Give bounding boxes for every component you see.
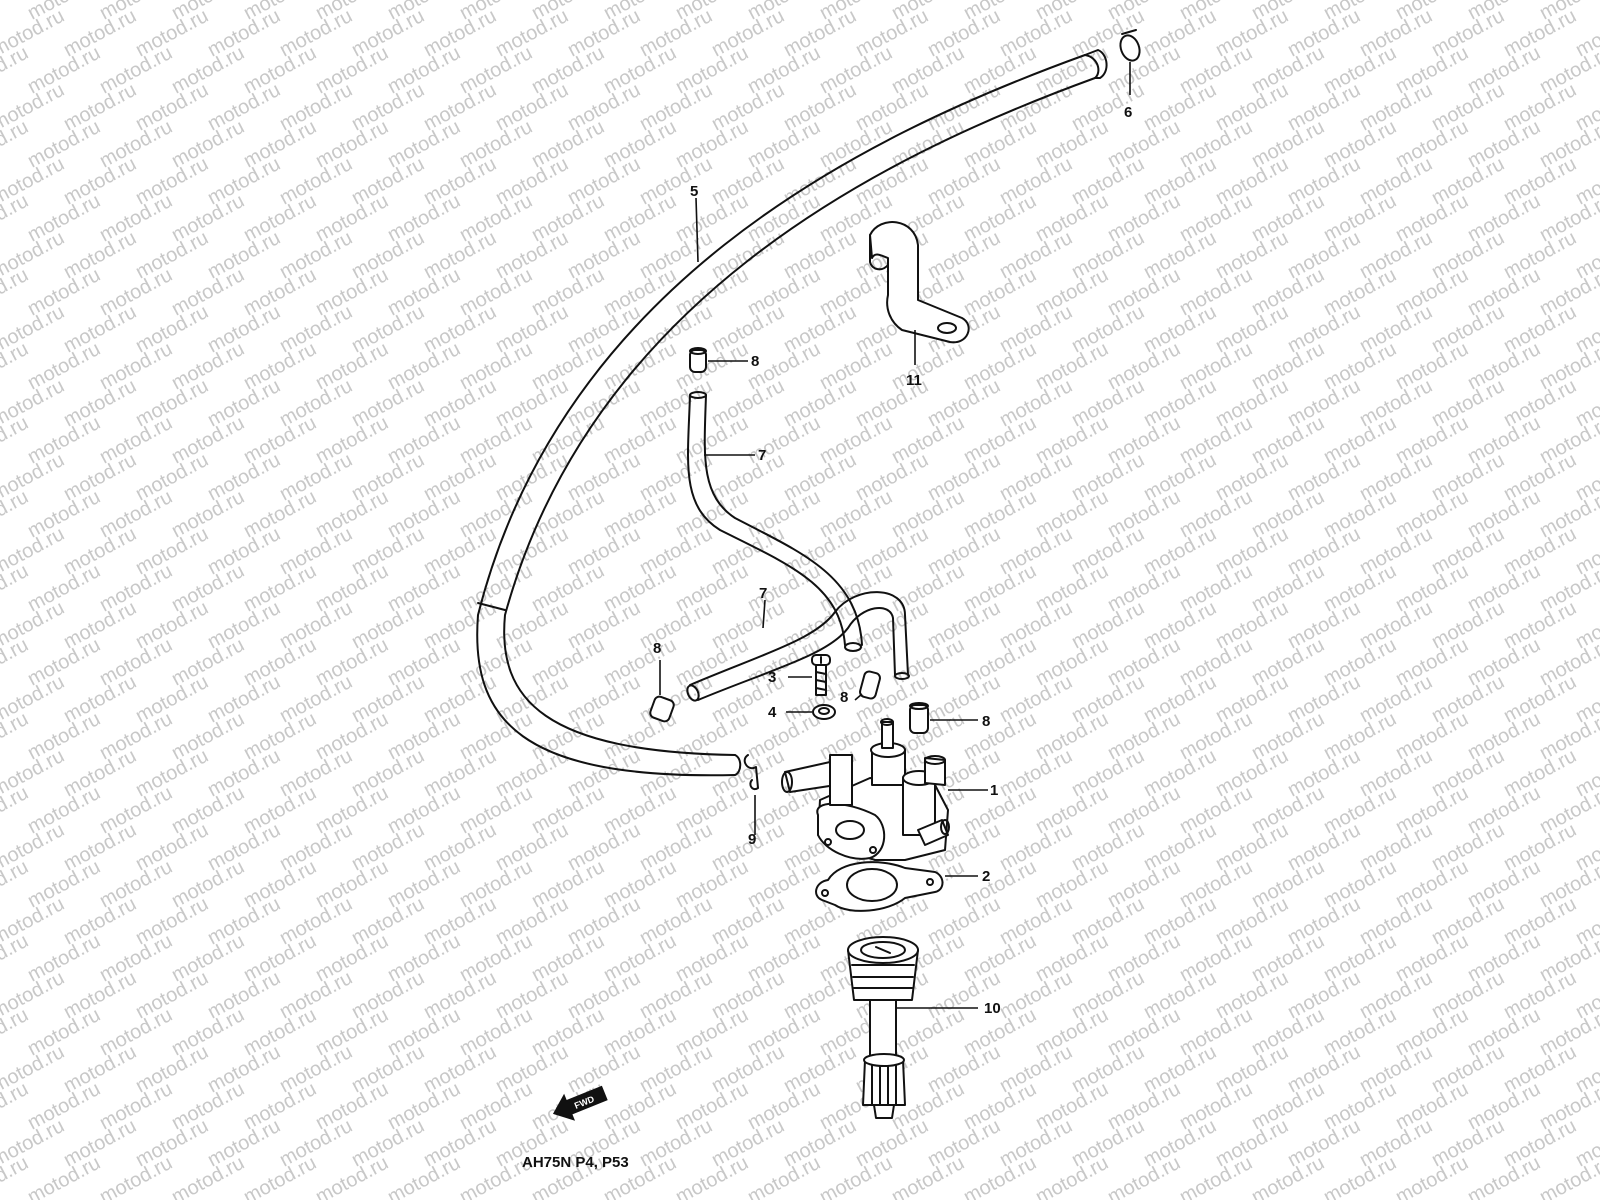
clip-part-9 [743,754,759,835]
forward-arrow-icon: FWD [552,1085,608,1121]
sleeve-part-8-left [649,660,675,723]
callout-8-right: 8 [982,713,990,730]
sleeve-part-8-top [689,347,748,373]
clip-part-6 [1119,29,1141,95]
callout-3: 3 [768,669,776,686]
watermark-text: motod.ru [0,190,32,246]
hose-part-7-lower [686,591,910,702]
drive-gear-part-10 [847,936,978,1119]
callout-1: 1 [990,782,998,799]
callout-8-left: 8 [653,640,661,657]
watermark-text: motod.ru [0,486,32,542]
washer-part-4 [786,704,836,720]
callout-6: 6 [1124,104,1132,121]
callout-9: 9 [748,831,756,848]
watermark-text: motod.ru [0,116,32,172]
sleeve-part-8-middle [854,670,881,701]
gasket-part-2 [815,861,978,912]
callout-11: 11 [906,372,922,389]
watermark-text: motod.ru [0,412,32,468]
watermark-text: motod.ru [0,1004,32,1060]
watermark-text: motod.ru [0,930,32,986]
watermark-text: motod.ru [0,634,32,690]
leader-part-5 [695,197,699,263]
watermark-text: motod.ru [1536,1152,1600,1200]
callout-4: 4 [768,704,777,721]
callout-5: 5 [690,183,698,200]
callout-10: 10 [984,1000,1001,1017]
watermark-text: motod.ru [0,560,32,616]
watermark-text: motod.ru [0,782,32,838]
model-caption: AH75N P4, P53 [522,1154,629,1171]
watermark-text: motod.ru [0,338,32,394]
watermark-text: motod.ru [0,42,32,98]
screw-part-3 [788,654,831,696]
hose-part-5 [476,49,1108,777]
callout-2: 2 [982,868,990,885]
watermark-text: motod.ru [0,708,32,764]
callout-8-middle: 8 [840,689,848,706]
callout-8-top: 8 [751,353,759,370]
callout-7-lower: 7 [759,585,767,602]
watermark-text: motod.ru [0,1078,32,1134]
callout-7-upper: 7 [758,447,766,464]
watermark-text: motod.ru [0,856,32,912]
sleeve-part-8-right [909,702,978,734]
clamp-part-11 [869,221,970,365]
oil-pump-part-1 [781,718,988,861]
hose-part-7-upper [687,391,863,652]
watermark-text: motod.ru [0,264,32,320]
